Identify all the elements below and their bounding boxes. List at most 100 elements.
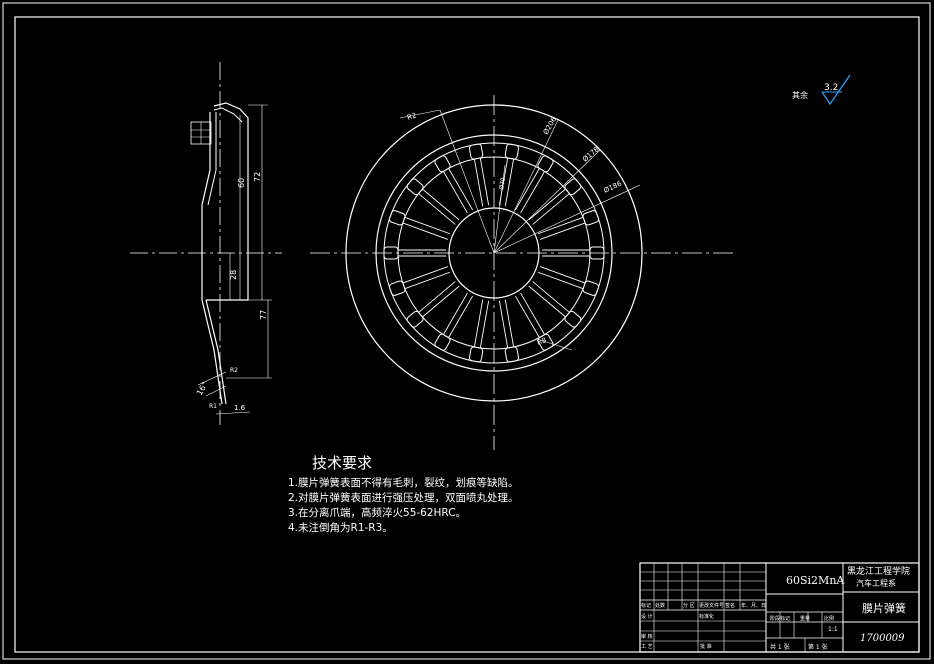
title-block-text: 60Si2MnA 黑龙江工程学院 汽车工程系 膜片弹簧 1700009 1:1 … — [641, 565, 910, 651]
finger-root-slot — [468, 143, 484, 160]
finger-slot-edge — [422, 285, 460, 318]
finger-slot-edge — [443, 292, 468, 335]
finger-slot-edge — [402, 222, 449, 240]
side-dim-1-6: 1.6 — [234, 404, 246, 412]
finger-root-slot — [434, 333, 451, 351]
finger-root-slot — [383, 246, 399, 260]
finger-root-slot — [504, 346, 520, 363]
front-view: R2 Ø186 Ø178 Ø206 Ø70 R8 — [310, 95, 735, 450]
hdr-count: 处数 — [655, 602, 665, 609]
roughness-symbol: 其余 3.2 — [792, 74, 851, 106]
finger-slot-edge — [539, 266, 586, 284]
side-callout-b: R1 — [209, 403, 217, 410]
lbl-craft: 工 艺 — [641, 644, 653, 650]
tech-item-2: 2.对膜片弹簧表面进行强压处理，双面喷丸处理。 — [288, 491, 519, 504]
finger-slot-edge — [528, 285, 566, 318]
roughness-value: 3.2 — [824, 83, 838, 93]
lbl-design: 设 计 — [641, 613, 653, 620]
side-dim-28: 28 — [229, 270, 238, 280]
finger-root-slot — [564, 310, 582, 328]
side-dim-72: 72 — [253, 172, 262, 182]
finger-slot-edge — [515, 168, 540, 211]
lbl-standard: 标准化 — [699, 613, 714, 620]
sheet-total: 共 1 张 — [770, 643, 790, 651]
finger-slot-edge — [532, 193, 570, 225]
finger-root-slot — [504, 143, 520, 160]
inner-border — [14, 16, 920, 653]
side-angle: 16° — [195, 380, 210, 397]
side-dim-60: 60 — [237, 178, 246, 188]
lbl-approve: 批 准 — [700, 643, 712, 650]
finger-root-slots — [383, 143, 605, 363]
finger-root-slot — [434, 155, 451, 173]
finger-root-slot — [406, 310, 424, 328]
department: 汽车工程系 — [856, 578, 896, 588]
hdr-sign: 签名 — [725, 602, 735, 609]
finger-root-slot — [564, 178, 582, 196]
lbl-weight: 重量 — [800, 615, 810, 622]
finger-slot-edge — [539, 222, 586, 240]
finger-root-slot — [388, 280, 406, 296]
finger-slot-edge — [418, 193, 456, 225]
lbl-review: 审 核 — [641, 633, 653, 640]
lbl-scale: 比例 — [824, 615, 834, 622]
side-view: 60 72 28 77 16° R2 1.6 R1 — [130, 62, 282, 425]
tech-item-3: 3.在分离爪端，高频淬火55-62HRC。 — [288, 506, 466, 519]
part-name: 膜片弹簧 — [862, 601, 906, 615]
finger-slot-edge — [422, 188, 460, 221]
lbl-stage: 阶段标记 — [770, 615, 790, 622]
tech-title: 技术要求 — [312, 454, 372, 472]
finger-root-slot — [582, 280, 600, 296]
finger-slot-edge — [520, 171, 545, 214]
finger-slot-edge — [537, 271, 584, 290]
finger-root-slot — [468, 346, 484, 363]
front-dim-phi178: Ø178 — [581, 145, 601, 163]
front-dim-r8: R8 — [536, 336, 548, 347]
finger-slot-edge — [443, 171, 468, 214]
side-callout-a: R2 — [230, 367, 238, 374]
finger-root-slot — [537, 155, 554, 173]
scale-value: 1:1 — [828, 626, 838, 633]
finger-slot-edge — [504, 158, 515, 207]
front-dim-r2-top: R2 — [406, 111, 417, 121]
finger-root-slot — [537, 333, 554, 351]
finger-root-slot — [406, 178, 424, 196]
finger-slot-edge — [532, 281, 570, 313]
finger-slot-edge — [479, 157, 490, 206]
hdr-date: 年、月、日 — [741, 602, 766, 609]
front-dim-phi186: Ø186 — [602, 179, 623, 194]
hdr-mark: 标记 — [641, 602, 651, 609]
material: 60Si2MnA — [786, 574, 845, 587]
front-dim-phi70: Ø70 — [498, 177, 507, 191]
finger-slot-edge — [520, 292, 545, 335]
finger-slot-edge — [479, 300, 490, 349]
finger-slot-edge — [404, 271, 451, 290]
finger-slot-edge — [473, 158, 484, 207]
finger-slot-edge — [473, 299, 484, 348]
hdr-file: 更改文件号 — [699, 602, 724, 609]
finger-root-slot — [589, 246, 605, 260]
roughness-label: 其余 — [792, 90, 808, 100]
finger-root-slot — [582, 210, 600, 226]
sheet-number: 第 1 张 — [808, 643, 828, 651]
finger-slot-edge — [448, 295, 473, 338]
finger-slot-edge — [498, 300, 509, 349]
tech-requirements: 技术要求 1.膜片弹簧表面不得有毛刺，裂纹，划痕等缺陷。 2.对膜片弹簧表面进行… — [288, 454, 519, 534]
finger-slot-edge — [448, 168, 473, 211]
finger-slot-edge — [404, 216, 451, 235]
tech-item-1: 1.膜片弹簧表面不得有毛刺，裂纹，划痕等缺陷。 — [288, 476, 519, 489]
spring-fingers — [398, 157, 590, 349]
finger-root-slot — [388, 210, 406, 226]
finger-slot-edge — [418, 281, 456, 313]
finger-slot-edge — [528, 188, 566, 221]
finger-slot-edge — [537, 216, 584, 235]
finger-slot-edge — [402, 266, 449, 284]
tech-item-4: 4.未注倒角为R1-R3。 — [288, 521, 393, 534]
side-dim-77: 77 — [259, 310, 268, 320]
finger-slot-edge — [504, 299, 515, 348]
title-block — [639, 562, 920, 653]
school-name: 黑龙江工程学院 — [847, 565, 910, 577]
drawing-number: 1700009 — [860, 633, 905, 644]
